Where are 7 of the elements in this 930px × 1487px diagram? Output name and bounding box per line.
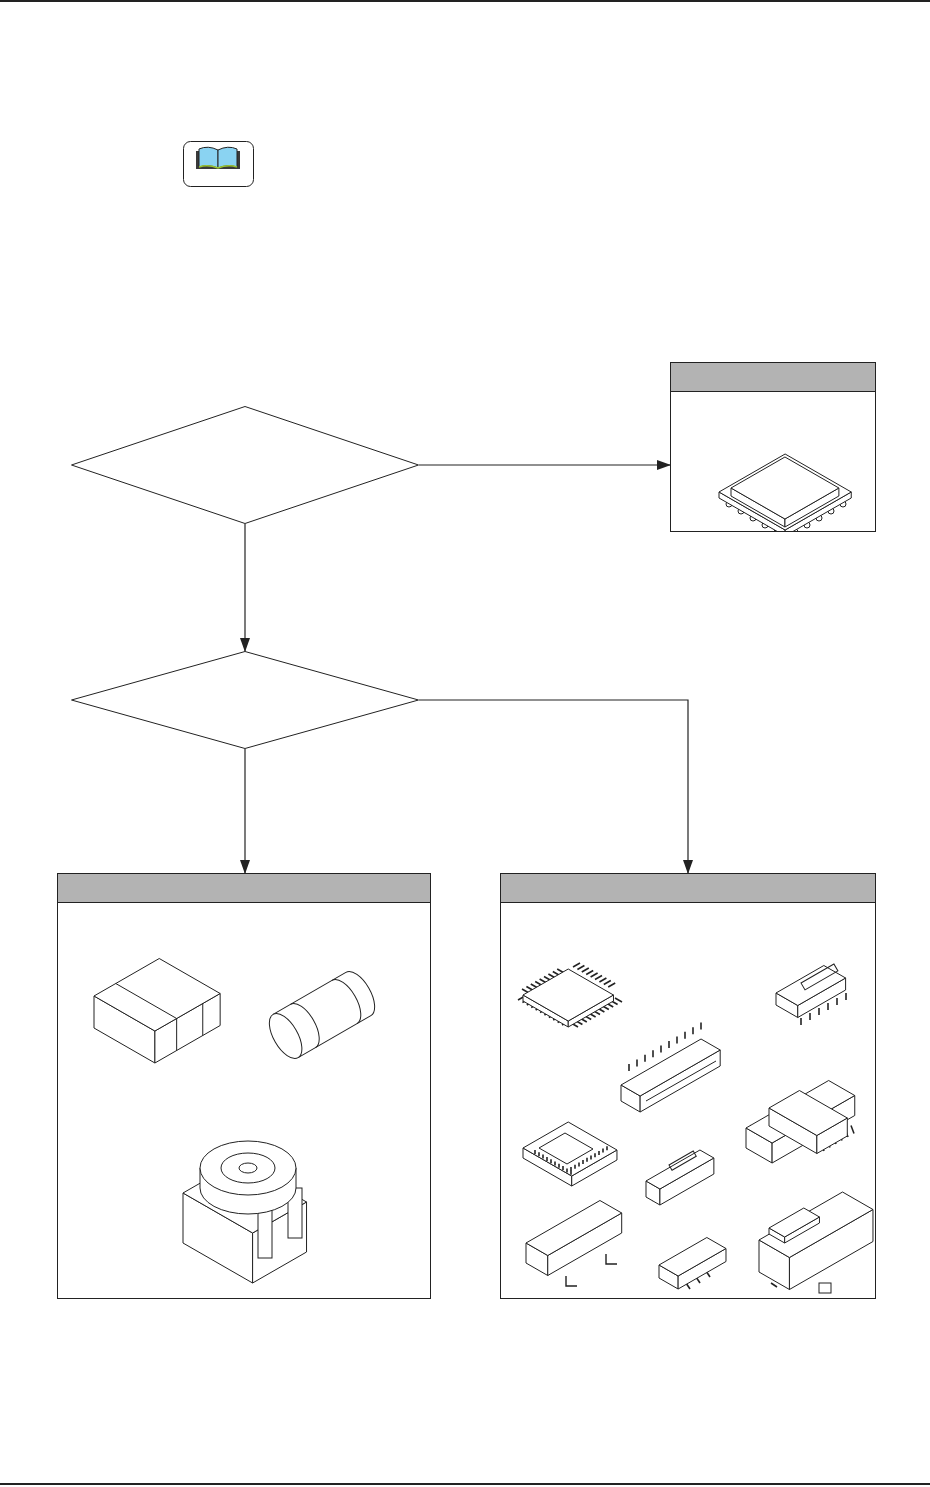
arrow <box>418 460 671 470</box>
category-panel <box>500 873 876 1299</box>
category-panel <box>57 873 431 1299</box>
arrow <box>240 523 250 652</box>
arrow <box>240 748 250 874</box>
category-panel <box>670 362 876 532</box>
arrow <box>418 699 693 874</box>
